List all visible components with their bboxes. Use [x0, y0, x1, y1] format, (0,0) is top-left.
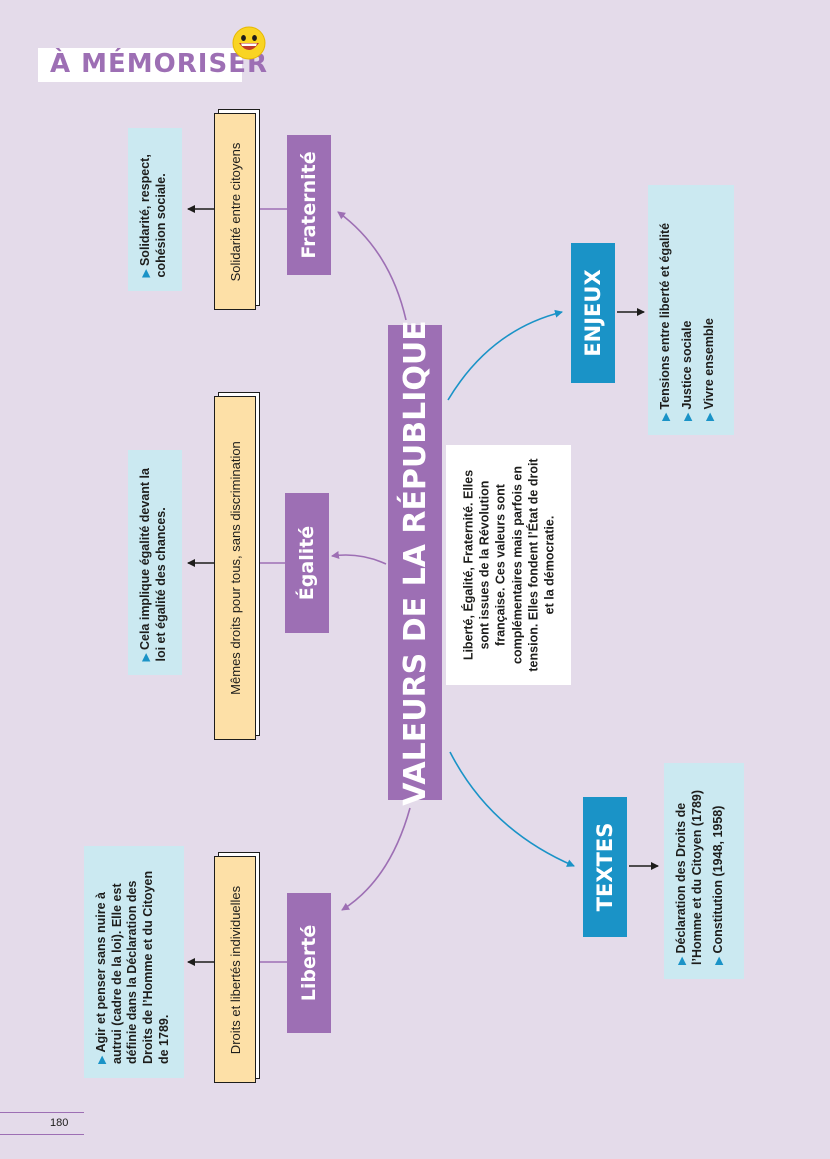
bullet-triangle-icon: ▶	[140, 652, 152, 661]
page-number-rule	[0, 1134, 84, 1135]
detail-box-egalite: ▶Cela implique égalité devant la loi et …	[128, 450, 182, 675]
list-item: ▶Tensions entre liberté et égalité	[658, 222, 672, 421]
value-label: Égalité	[296, 525, 318, 601]
description-text: Liberté, Égalité, Fraternité. Elles sont…	[460, 458, 556, 672]
enjeux-box: ENJEUX	[571, 243, 615, 383]
value-label: Liberté	[298, 924, 320, 1002]
detail-box-fraternite: ▶Solidarité, respect, cohésion sociale.	[128, 128, 182, 291]
bullet-triangle-icon: ▶	[676, 956, 688, 965]
bullet-triangle-icon: ▶	[713, 956, 726, 965]
definition-text: Droits et libertés individuelles	[227, 885, 243, 1054]
arrow-to-enjeux	[447, 309, 563, 401]
definition-card-fraternite: Solidarité entre citoyens	[214, 113, 256, 310]
enjeux-list-box: ▶Tensions entre liberté et égalité ▶Just…	[648, 185, 734, 435]
textes-label: TEXTES	[593, 822, 617, 912]
list-item: ▶Justice sociale	[679, 320, 694, 421]
arrow-to-fraternite	[337, 211, 407, 321]
value-box-egalite: Égalité	[285, 493, 329, 633]
list-item: ▶Vivre ensemble	[701, 318, 716, 421]
definition-card-liberte: Droits et libertés individuelles	[214, 856, 256, 1083]
description-box: Liberté, Égalité, Fraternité. Elles sont…	[446, 445, 571, 685]
smiley-face-icon	[232, 26, 266, 60]
textes-list-box: ▶Déclaration des Droits de l’Homme et du…	[664, 763, 744, 979]
bullet-triangle-icon: ▶	[681, 412, 694, 421]
arrow-to-textes	[449, 751, 575, 867]
page-number-rule	[0, 1112, 84, 1113]
detail-box-liberte: ▶Agir et penser sans nuire à autrui (cad…	[84, 846, 184, 1078]
definition-text: Solidarité entre citoyens	[227, 142, 243, 281]
list-item: ▶Déclaration des Droits de l’Homme et du…	[674, 789, 704, 965]
list-item: ▶Constitution (1948, 1958)	[711, 805, 726, 965]
central-topic-box: VALEURS DE LA RÉPUBLIQUE	[388, 320, 442, 805]
value-box-fraternite: Fraternité	[287, 135, 331, 275]
detail-text: Solidarité, respect, cohésion sociale.	[138, 153, 168, 277]
textes-box: TEXTES	[583, 797, 627, 937]
bullet-triangle-icon: ▶	[703, 412, 716, 421]
value-label: Fraternité	[298, 151, 320, 259]
bullet-triangle-icon: ▶	[140, 268, 152, 277]
arrow-to-egalite	[331, 551, 387, 565]
page-title: À MÉMORISER	[50, 49, 268, 79]
enjeux-list: ▶Tensions entre liberté et égalité ▶Just…	[658, 223, 723, 421]
enjeux-label: ENJEUX	[581, 269, 605, 357]
bullet-triangle-icon: ▶	[660, 412, 672, 421]
textes-list: ▶Déclaration des Droits de l’Homme et du…	[674, 777, 733, 965]
central-topic-title: VALEURS DE LA RÉPUBLIQUE	[397, 319, 433, 806]
arrow-to-liberte	[341, 807, 411, 911]
bullet-triangle-icon: ▶	[96, 1055, 108, 1064]
value-box-liberte: Liberté	[287, 893, 331, 1033]
detail-text: Cela implique égalité devant la loi et é…	[138, 467, 168, 661]
definition-text: Mêmes droits pour tous, sans discriminat…	[227, 441, 243, 695]
detail-text: Agir et penser sans nuire à autrui (cadr…	[94, 870, 171, 1064]
page-number: 180	[50, 1117, 69, 1129]
definition-card-egalite: Mêmes droits pour tous, sans discriminat…	[214, 396, 256, 740]
header-band	[38, 48, 242, 82]
